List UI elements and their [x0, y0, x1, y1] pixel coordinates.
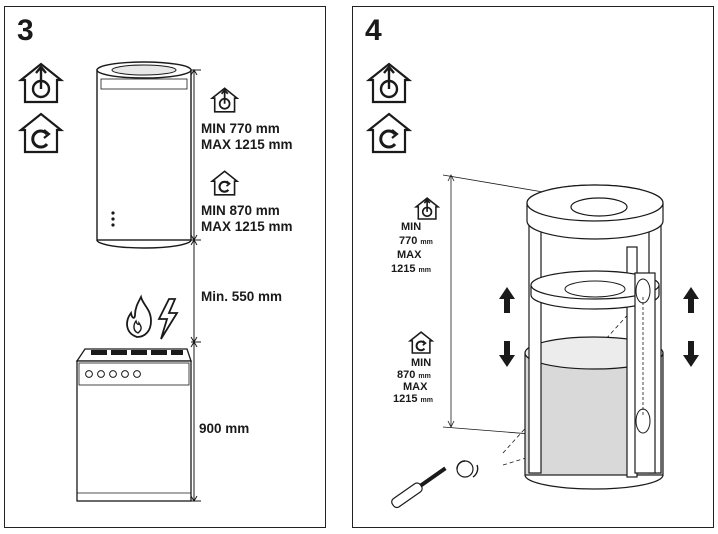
- step-4-drawing: [365, 62, 699, 509]
- recirc-max-label: MAX 1215 mm: [201, 219, 293, 234]
- recirculation-mode-icon: [365, 112, 413, 154]
- step-number: 3: [17, 14, 34, 47]
- recirc-max-label: MAX: [403, 381, 428, 393]
- dimension-lines: [190, 69, 201, 502]
- step-3-drawing: [17, 61, 240, 502]
- ducted-mode-icon: [413, 197, 441, 220]
- cooker: [75, 348, 192, 502]
- ducted-max-value: 1215 mm: [391, 263, 431, 275]
- flame-icon: [126, 294, 152, 338]
- screwdriver-icon: [391, 460, 479, 509]
- recirc-min-label: MIN: [411, 357, 432, 369]
- ducted-mode-icon: [209, 87, 240, 113]
- step-number: 4: [365, 14, 382, 47]
- recirculation-mode-icon: [209, 170, 240, 196]
- gap-label: Min. 550 mm: [201, 289, 283, 304]
- ducted-max-label: MAX 1215 mm: [201, 137, 293, 152]
- hood-frame: [524, 184, 664, 490]
- ducted-min-value: 770 mm: [399, 235, 433, 247]
- ducted-min-label: MIN 770 mm: [201, 121, 280, 136]
- ducted-mode-icon: [365, 62, 413, 104]
- step-3-panel: 3: [4, 6, 326, 528]
- electric-icon: [157, 298, 179, 340]
- hob-height-label: 900 mm: [199, 421, 250, 436]
- recirc-max-value: 1215 mm: [393, 393, 433, 405]
- ducted-mode-icon: [17, 62, 65, 104]
- ducted-min-label: MIN: [401, 221, 422, 233]
- hood-cylinder: [96, 61, 192, 249]
- step-4-panel: 4: [352, 6, 714, 528]
- recirc-min-value: 870 mm: [397, 369, 431, 381]
- recirc-min-label: MIN 870 mm: [201, 203, 280, 218]
- recirculation-mode-icon: [17, 112, 65, 154]
- ducted-max-label: MAX: [397, 249, 422, 261]
- adjust-arrows: [499, 287, 699, 367]
- recirculation-mode-icon: [407, 331, 435, 354]
